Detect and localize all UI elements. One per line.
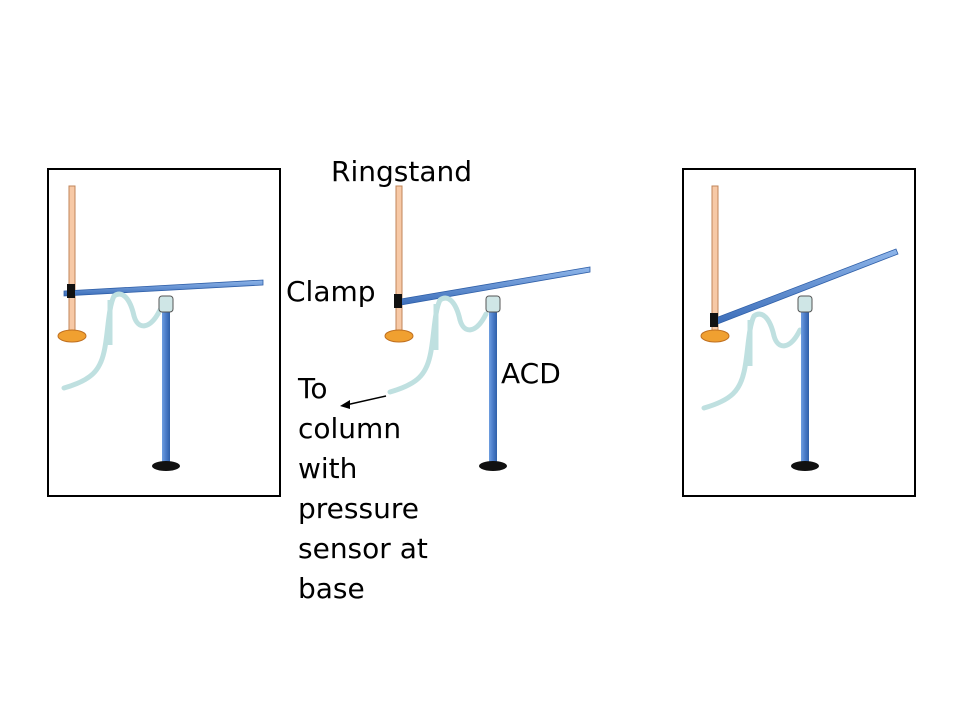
ringstand-base <box>57 329 87 343</box>
tubing <box>387 295 489 395</box>
acd-cap <box>158 295 174 313</box>
tube-note: To column with pressure sensor at base <box>297 372 428 605</box>
clamp-icon <box>67 284 75 298</box>
pointer-arrow <box>345 395 387 406</box>
left-setup <box>47 168 281 497</box>
acd-cap <box>797 295 813 313</box>
tube-note-line: column <box>298 412 401 445</box>
tube-note-line: base <box>298 572 365 605</box>
arrow-head <box>340 400 350 409</box>
ringstand-label: Ringstand <box>331 155 472 188</box>
acd-foot <box>152 461 180 471</box>
tube-note-line: pressure <box>298 492 419 525</box>
tubing <box>701 311 803 411</box>
ringstand-base <box>700 329 730 343</box>
acd-column <box>162 312 170 464</box>
acd-column <box>489 312 497 464</box>
tubing <box>61 291 163 391</box>
acd-cap <box>485 295 501 313</box>
lever-beam <box>63 279 264 297</box>
ringstand-base <box>384 329 414 343</box>
tube-note-line: To <box>297 372 327 405</box>
ringstand-rod <box>395 185 403 339</box>
right-frame <box>682 168 916 497</box>
left-frame <box>47 168 281 497</box>
right-setup <box>682 168 916 497</box>
clamp-label: Clamp <box>286 275 376 308</box>
center-setup <box>340 185 591 471</box>
clamp-icon <box>710 313 718 327</box>
tube-note-line: sensor at <box>298 532 428 565</box>
tube-note-line: with <box>298 452 357 485</box>
acd-label: ACD <box>501 357 561 390</box>
acd-foot <box>479 461 507 471</box>
acd-column <box>801 312 809 464</box>
ringstand-rod <box>68 185 76 339</box>
clamp-icon <box>394 294 402 308</box>
acd-foot <box>791 461 819 471</box>
